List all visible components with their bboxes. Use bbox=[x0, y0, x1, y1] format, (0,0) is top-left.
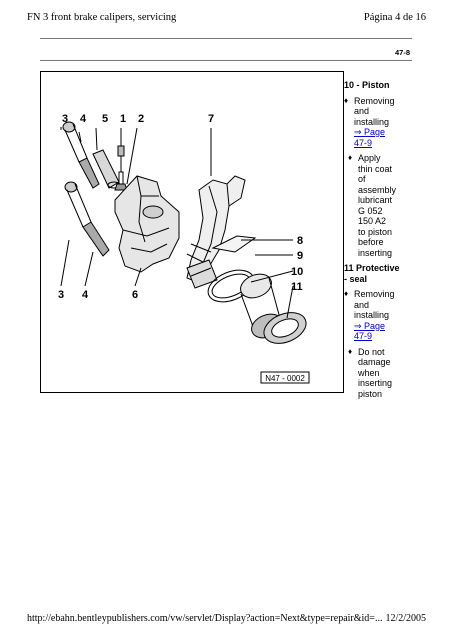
text-line: of bbox=[358, 174, 366, 184]
text-line: Do not bbox=[358, 346, 385, 357]
callout-4b: 4 bbox=[82, 289, 89, 301]
text-line: lubricant bbox=[358, 195, 393, 205]
text-line: piston bbox=[358, 388, 383, 399]
text-line: inserting bbox=[358, 247, 393, 258]
text-line: thin coat bbox=[358, 163, 393, 174]
link-text[interactable]: ⇒ Page bbox=[354, 320, 386, 331]
text-line: to piston bbox=[358, 226, 393, 237]
text-line: assembly bbox=[358, 184, 397, 195]
bleed-valve bbox=[114, 145, 128, 191]
text-line: before bbox=[358, 237, 384, 247]
item-10-bullet-2: ♦ Apply thin coat of assembly lubricant … bbox=[348, 153, 419, 258]
caliper-carrier bbox=[186, 175, 246, 283]
print-date: 12/2/2005 bbox=[385, 613, 426, 624]
text-line: 150 A2 bbox=[358, 216, 387, 226]
brake-pad bbox=[186, 259, 218, 289]
bolt-upper bbox=[62, 121, 100, 189]
link-text[interactable]: ⇒ Page bbox=[354, 127, 386, 137]
text-line: G 052 bbox=[358, 205, 383, 216]
callout-1: 1 bbox=[120, 113, 126, 125]
bolt-lower bbox=[64, 181, 110, 257]
callout-2: 2 bbox=[138, 113, 144, 125]
callout-5: 5 bbox=[102, 113, 108, 125]
legend-panel: 10 - Piston ♦ Removing and installing ⇒ … bbox=[344, 80, 419, 404]
protective-seal bbox=[263, 312, 307, 344]
text-line: damage bbox=[358, 357, 391, 367]
exploded-diagram: 3 4 5 1 2 7 8 9 10 11 3 4 6 N47 - 0002 bbox=[40, 71, 344, 393]
header-rule bbox=[40, 38, 412, 39]
bullet-diamond-icon: ♦ bbox=[348, 346, 353, 356]
text-line: Removing bbox=[354, 95, 395, 106]
page-header-title: FN 3 front brake calipers, servicing bbox=[27, 12, 177, 23]
caliper-drawing: 3 4 5 1 2 7 8 9 10 11 3 4 6 N47 - 0002 bbox=[58, 113, 310, 384]
page-number: Página 4 de 16 bbox=[363, 12, 426, 23]
text-line: installing bbox=[354, 116, 390, 127]
callout-4a: 4 bbox=[80, 113, 87, 125]
callout-11: 11 bbox=[291, 281, 303, 293]
callout-3b: 3 bbox=[58, 289, 64, 301]
bullet-diamond-icon: ♦ bbox=[344, 95, 349, 105]
source-url-link[interactable]: http://ebahn.bentleypublishers.com/vw/se… bbox=[27, 613, 383, 624]
item-10-title: 10 - Piston bbox=[344, 80, 390, 90]
figure-code: N47 - 0002 bbox=[265, 374, 305, 383]
item-11-bullet-2: ♦ Do not damage when inserting piston bbox=[348, 347, 419, 400]
text-line: installing bbox=[354, 310, 390, 320]
bullet-diamond-icon: ♦ bbox=[348, 153, 353, 162]
section-rule bbox=[40, 60, 412, 61]
callout-3a: 3 bbox=[62, 113, 68, 125]
text-line: when bbox=[358, 367, 380, 378]
caliper-housing bbox=[114, 175, 180, 273]
callout-6: 6 bbox=[132, 289, 138, 301]
callout-9: 9 bbox=[297, 250, 303, 262]
callout-7: 7 bbox=[208, 113, 214, 125]
title-line: 11 Protective bbox=[344, 263, 400, 273]
title-line: - seal bbox=[344, 273, 368, 284]
link-text[interactable]: 47-9 bbox=[354, 137, 373, 148]
text-line: inserting bbox=[358, 378, 393, 388]
figure-code-box bbox=[260, 371, 310, 384]
callout-10: 10 bbox=[291, 266, 303, 278]
link-text[interactable]: 47-9 bbox=[354, 331, 373, 341]
text-line: Removing bbox=[354, 289, 395, 299]
item-11-title: 11 Protective - seal bbox=[344, 263, 419, 284]
text-line: and bbox=[354, 299, 370, 310]
text-line: Apply bbox=[358, 153, 381, 163]
text-line: and bbox=[354, 106, 370, 116]
section-number: 47-8 bbox=[394, 48, 410, 57]
bullet-diamond-icon: ♦ bbox=[344, 289, 349, 298]
callout-8: 8 bbox=[297, 235, 303, 247]
